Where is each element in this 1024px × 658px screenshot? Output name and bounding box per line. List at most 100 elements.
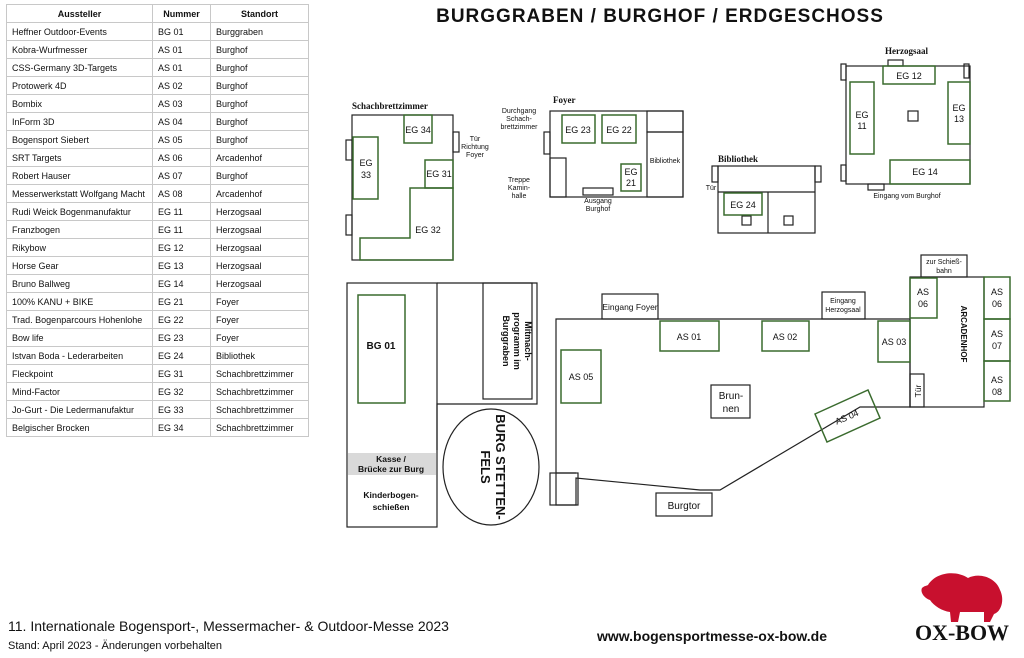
booth-eg13[interactable] (947, 81, 971, 145)
booth-as08[interactable] (983, 360, 1011, 402)
booth-label-as06b-2: 06 (992, 299, 1002, 309)
booth-label-eg24: EG 24 (730, 200, 756, 210)
label-tuer-richtung-foyer-3: Foyer (466, 152, 485, 159)
burg-stettenfels-shape (442, 408, 540, 526)
room-title-herzogsaal: Herzogsaal (885, 46, 928, 56)
booth-label-eg21-1: EG (624, 167, 637, 177)
booth-label-as07-1: AS (991, 329, 1003, 339)
booth-bg01[interactable] (357, 294, 406, 404)
label-schiessbahn-1: zur Schieß- (926, 259, 962, 266)
burgtor-box (655, 492, 713, 517)
booth-label-eg33-1: EG (359, 158, 372, 168)
booth-label-eg12: EG 12 (896, 71, 922, 81)
bibliothek-room (717, 165, 816, 234)
booth-label-as02: AS 02 (773, 332, 798, 342)
label-eingang-foyer: Eingang Foyer (602, 302, 657, 312)
booth-as01[interactable] (659, 320, 720, 352)
label-tuer-arcadenhof: Tür (913, 384, 923, 397)
label-eingang-vom-burghof: Eingang vom Burghof (873, 193, 940, 200)
label-mitmach-2: programm im (512, 312, 522, 370)
booth-eg33[interactable] (352, 136, 379, 200)
label-eingang-herzogsaal-2: Herzogsaal (825, 307, 861, 314)
booth-eg21[interactable] (620, 163, 642, 192)
booth-eg32[interactable] (359, 187, 454, 261)
schiessbahn-box (920, 254, 968, 278)
booth-label-as06a-1: AS (917, 287, 929, 297)
booth-as06b[interactable] (983, 276, 1011, 320)
booth-eg23[interactable] (561, 114, 596, 144)
label-treppe-3: halle (512, 193, 527, 200)
booth-eg11[interactable] (849, 81, 875, 155)
kasse-fill (348, 453, 436, 475)
label-tuer-richtung-foyer-1: Tür (470, 136, 481, 143)
booth-label-as04: AS 04 (834, 408, 860, 427)
booth-eg22[interactable] (601, 114, 637, 144)
label-bibliothek-small: Bibliothek (650, 158, 681, 165)
footer-url[interactable]: www.bogensportmesse-ox-bow.de (597, 628, 827, 644)
booth-eg12[interactable] (882, 65, 936, 85)
booth-label-eg32: EG 32 (415, 225, 441, 235)
label-brunnen-1: Brun- (719, 391, 743, 402)
booth-label-as05: AS 05 (569, 372, 594, 382)
label-mitmach-3: Burggraben (501, 315, 511, 366)
booth-label-bg01: BG 01 (367, 341, 396, 352)
booth-as05[interactable] (560, 349, 602, 404)
label-burg-1: BURG STETTEN- (493, 414, 508, 519)
booth-as03[interactable] (877, 320, 911, 363)
label-durchgang-3: brettzimmer (501, 124, 539, 131)
booth-as07[interactable] (983, 318, 1011, 362)
booth-eg34[interactable] (403, 114, 433, 144)
label-durchgang-2: Schach- (506, 116, 532, 123)
booth-label-eg31: EG 31 (426, 169, 452, 179)
room-title-schachbrett: Schachbrettzimmer (352, 101, 428, 111)
label-treppe-1: Treppe (508, 177, 530, 184)
table-cell: Herzogsaal (210, 256, 309, 275)
label-kinder-1: Kinderbogen- (363, 490, 418, 500)
booth-label-as08-1: AS (991, 375, 1003, 385)
booth-as06a[interactable] (909, 277, 938, 319)
room-title-bibliothek: Bibliothek (718, 154, 758, 164)
booth-eg24[interactable] (723, 192, 763, 216)
burghof-corner-tower (549, 472, 579, 506)
eingang-foyer-box (601, 293, 659, 320)
bibliothek-table1 (741, 215, 752, 226)
booth-as04[interactable] (814, 389, 881, 443)
label-mitmach-1: Mitmach- (523, 321, 533, 361)
booth-label-as07-2: 07 (992, 341, 1002, 351)
label-treppe-2: Kamin- (508, 185, 531, 192)
room-title-foyer: Foyer (553, 95, 576, 105)
herzogsaal-door-left2 (840, 164, 847, 182)
mitmach-area (482, 282, 533, 400)
booth-as02[interactable] (761, 320, 810, 352)
booth-label-as06b-1: AS (991, 287, 1003, 297)
footer-status: Stand: April 2023 - Änderungen vorbehalt… (8, 640, 223, 652)
booth-label-eg13-2: 13 (954, 114, 964, 124)
label-ausgang-1: Ausgang (584, 198, 612, 205)
label-burgtor: Burgtor (668, 501, 701, 512)
label-ausgang-2: Burghof (586, 206, 611, 213)
table-cell: Burghof (210, 130, 309, 149)
label-kasse-1: Kasse / (376, 454, 406, 464)
label-durchgang-1: Durchgang (502, 108, 536, 115)
label-eingang-herzogsaal-1: Eingang (830, 298, 856, 305)
foyer-exit (582, 187, 614, 196)
booth-eg14[interactable] (889, 159, 971, 185)
bison-icon (921, 573, 1003, 622)
arcadenhof-door (909, 373, 925, 408)
label-kinder-2: schießen (373, 502, 410, 512)
brunnen-box (710, 384, 751, 419)
foyer-door-left (543, 131, 551, 155)
